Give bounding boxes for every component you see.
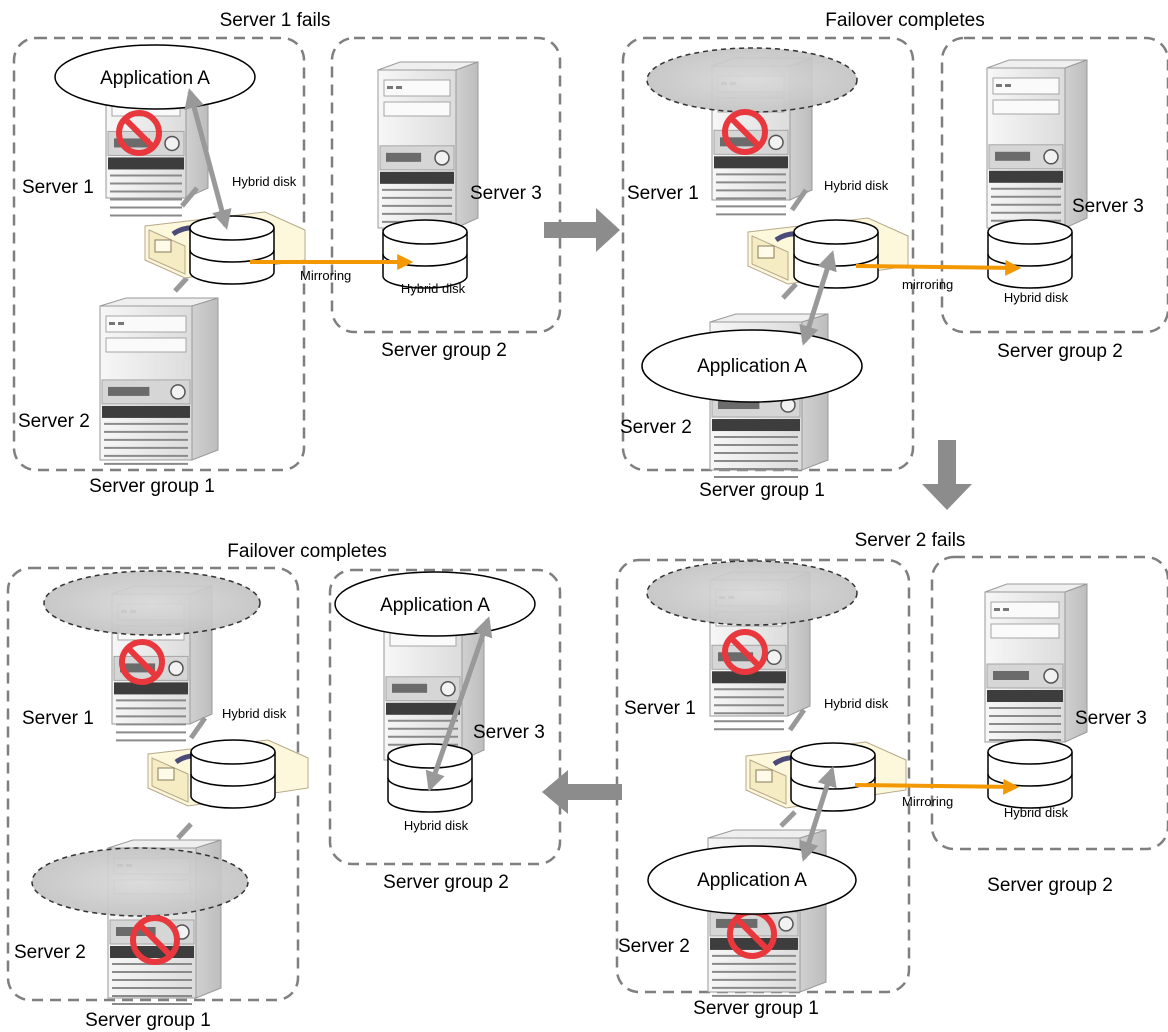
p1-access-arrow bbox=[184, 88, 232, 230]
p3-hybrid-disk-2 bbox=[987, 739, 1073, 809]
p1-disk-2-label: Hybrid disk bbox=[401, 281, 466, 296]
p1-mirror-label: Mirroring bbox=[300, 268, 351, 283]
p2-group-1-label: Server group 1 bbox=[699, 480, 825, 501]
p1-app-label: Application A bbox=[100, 68, 210, 89]
p4-disk-1-label: Hybrid disk bbox=[222, 706, 287, 721]
p4-server-2-failed-icon bbox=[130, 915, 180, 965]
p4-group-2-label: Server group 2 bbox=[383, 872, 509, 893]
p3-server-1-label: Server 1 bbox=[624, 698, 696, 719]
p4-hybrid-disk-2 bbox=[387, 743, 473, 813]
p3-server-3-label: Server 3 bbox=[1075, 708, 1147, 729]
p4-link-server-1 bbox=[188, 716, 208, 740]
p2-app-label: Application A bbox=[697, 356, 807, 377]
p4-title: Failover completes bbox=[227, 541, 386, 562]
p3-disk-2-label: Hybrid disk bbox=[1004, 805, 1069, 820]
p4-server-group-2-box bbox=[328, 568, 562, 866]
p1-hybrid-disk-1 bbox=[189, 215, 275, 285]
p2-server-1-failed-icon bbox=[722, 109, 768, 155]
p2-server-3 bbox=[986, 59, 1088, 230]
p4-disk-2-label: Hybrid disk bbox=[404, 818, 469, 833]
p2-link-server-1 bbox=[789, 188, 809, 212]
p3-application-ellipse bbox=[647, 845, 857, 915]
p3-access-arrow bbox=[799, 766, 837, 862]
p2-hybrid-disk-1 bbox=[793, 219, 879, 289]
p4-server-3-label: Server 3 bbox=[473, 722, 545, 743]
p3-disk-1-label: Hybrid disk bbox=[824, 696, 889, 711]
p1-server-group-2-box bbox=[330, 36, 562, 334]
p2-disk-2-label: Hybrid disk bbox=[1004, 290, 1069, 305]
p2-title: Failover completes bbox=[825, 10, 984, 31]
p2-access-arrow bbox=[799, 250, 837, 346]
p2-server-1-label: Server 1 bbox=[627, 183, 699, 204]
p3-group-2-label: Server group 2 bbox=[987, 875, 1113, 896]
p3-mirror-label: Mirroring bbox=[902, 794, 953, 809]
p1-group-2-label: Server group 2 bbox=[381, 340, 507, 361]
flow-arrow-down bbox=[922, 440, 972, 510]
p3-link-server-2 bbox=[779, 810, 797, 828]
p1-server-2-label: Server 2 bbox=[18, 411, 90, 432]
p1-server-2 bbox=[99, 297, 219, 465]
p3-group-1-label: Server group 1 bbox=[693, 998, 819, 1019]
p1-server-3 bbox=[377, 61, 479, 231]
p1-group-1-label: Server group 1 bbox=[89, 476, 215, 497]
p2-hybrid-disk-2 bbox=[987, 219, 1073, 289]
p4-server-1-label: Server 1 bbox=[22, 708, 94, 729]
p2-server-2-label: Server 2 bbox=[620, 417, 692, 438]
p2-server-3-label: Server 3 bbox=[1072, 196, 1144, 217]
p1-hybrid-disk-2 bbox=[382, 219, 468, 289]
flow-arrow-left bbox=[542, 770, 622, 814]
p1-server-1-label: Server 1 bbox=[22, 177, 94, 198]
p4-failed-app-ellipse-2 bbox=[31, 847, 249, 917]
p4-group-1-label: Server group 1 bbox=[85, 1010, 211, 1031]
p2-mirroring-arrow bbox=[855, 259, 1022, 276]
p2-server-group-2-box bbox=[940, 36, 1168, 334]
p1-server-1-failed-icon bbox=[116, 110, 162, 156]
p4-app-label: Application A bbox=[380, 595, 490, 616]
p4-hybrid-disk-1 bbox=[190, 739, 276, 809]
p3-mirroring-arrow bbox=[854, 778, 1020, 795]
p2-mirror-label: mirroring bbox=[902, 277, 953, 292]
p1-disk-1-label: Hybrid disk bbox=[232, 174, 297, 189]
p2-link-server-2 bbox=[781, 282, 798, 300]
p2-disk-1-label: Hybrid disk bbox=[824, 178, 889, 193]
p1-link-server-2 bbox=[173, 276, 189, 293]
p4-access-arrow bbox=[425, 616, 493, 792]
p3-link-server-1 bbox=[787, 708, 807, 732]
p2-application-ellipse bbox=[641, 329, 863, 403]
p3-server-2-label: Server 2 bbox=[618, 936, 690, 957]
p2-failed-app-ellipse bbox=[646, 47, 858, 113]
p4-failed-app-ellipse bbox=[43, 570, 261, 636]
p3-title: Server 2 fails bbox=[855, 530, 966, 551]
p3-server-3 bbox=[984, 583, 1088, 749]
p3-failed-app-ellipse bbox=[646, 560, 858, 626]
p2-group-2-label: Server group 2 bbox=[997, 341, 1123, 362]
p4-link-server-2 bbox=[176, 822, 193, 840]
p3-server-1-failed-icon bbox=[722, 629, 768, 675]
p4-server-2-label: Server 2 bbox=[14, 942, 86, 963]
p3-server-group-2-box bbox=[930, 555, 1168, 851]
p3-app-label: Application A bbox=[697, 870, 807, 891]
p4-server-1-failed-icon bbox=[119, 639, 165, 685]
p3-hybrid-disk-1 bbox=[790, 742, 876, 812]
flow-arrow-right bbox=[544, 208, 620, 252]
p2-server-group-1-box bbox=[621, 36, 915, 472]
p1-title: Server 1 fails bbox=[220, 10, 331, 31]
p1-server-3-label: Server 3 bbox=[470, 183, 542, 204]
